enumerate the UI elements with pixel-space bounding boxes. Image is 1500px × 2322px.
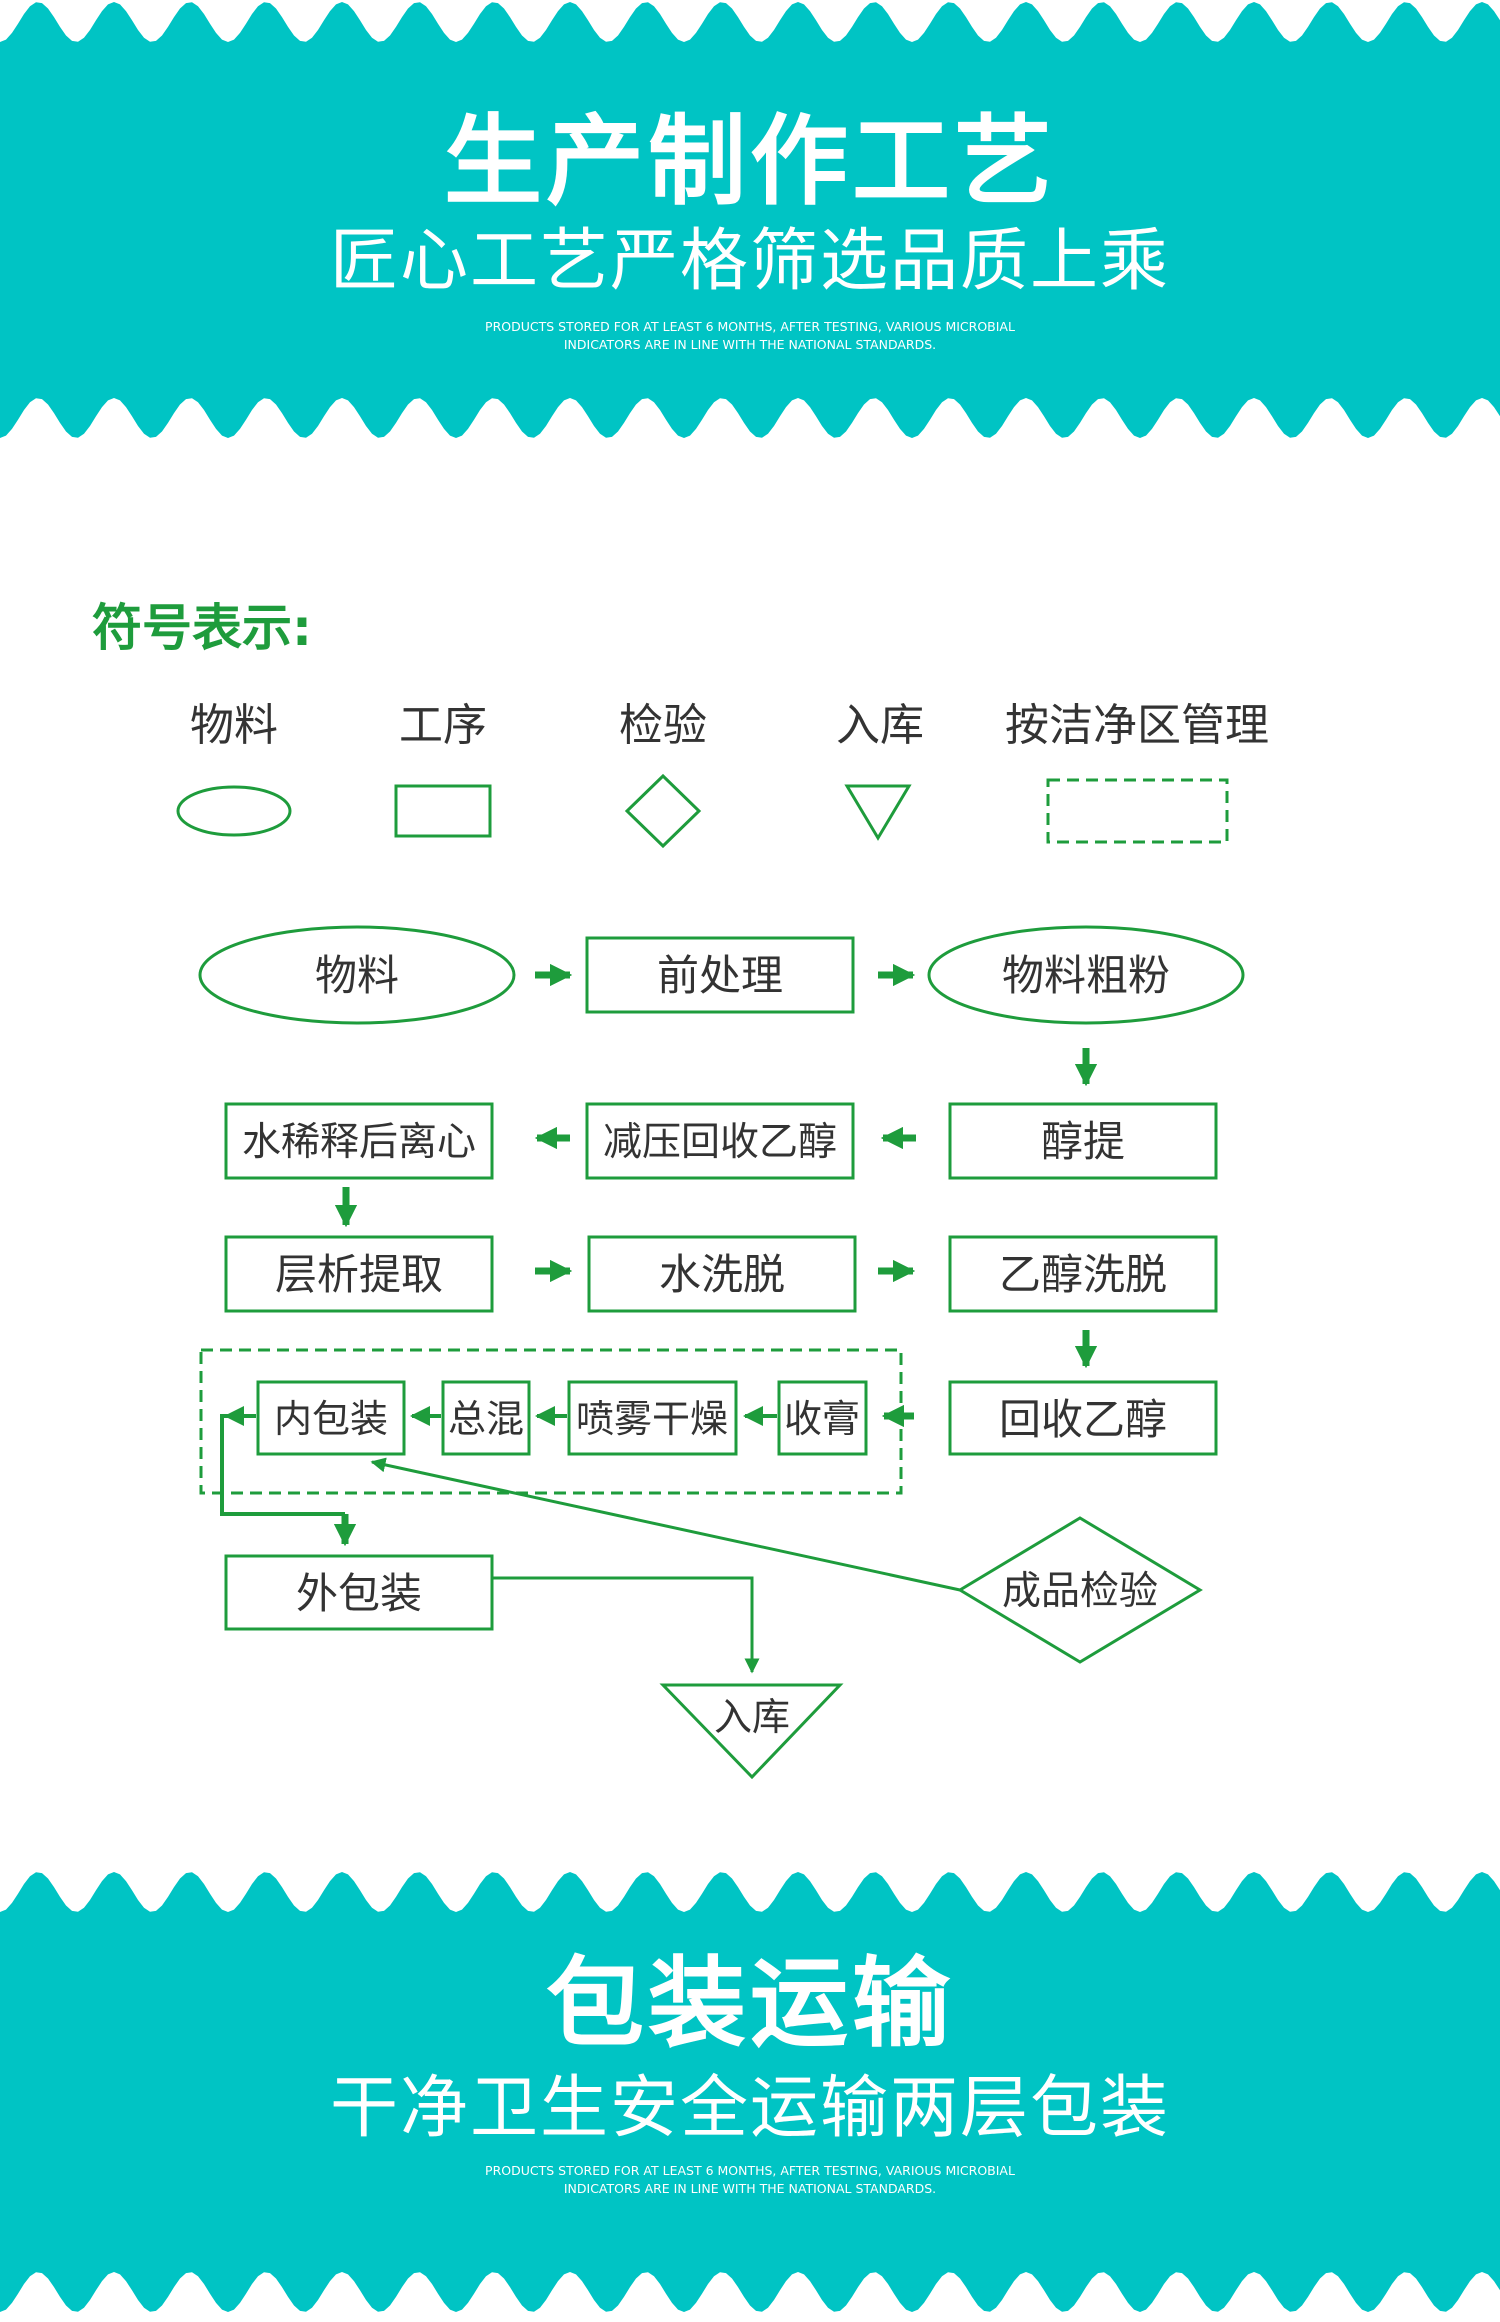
connector-outer-packaging-to-warehouse bbox=[492, 1576, 760, 1674]
node-warehouse-label: 入库 bbox=[714, 1695, 790, 1739]
legend-label-process: 工序 bbox=[399, 700, 487, 751]
node-outer-packaging bbox=[224, 1554, 494, 1631]
top-banner-note-line1: PRODUCTS STORED FOR AT LEAST 6 MONTHS, A… bbox=[485, 319, 1015, 334]
legend-label-clean-zone: 按洁净区管理 bbox=[1005, 700, 1269, 751]
node-pretreatment bbox=[585, 936, 855, 1014]
bottom-banner-note-line2: INDICATORS ARE IN LINE WITH THE NATIONAL… bbox=[563, 2181, 937, 2196]
node-material bbox=[198, 925, 516, 1025]
legend-dashed-rectangle-shape bbox=[1046, 778, 1229, 844]
node-warehouse bbox=[659, 1683, 844, 1780]
top-banner-note-line2: INDICATORS ARE IN LINE WITH THE NATIONAL… bbox=[563, 337, 937, 352]
top-banner-subtitle: 匠心工艺严格筛选品质上乘 bbox=[329, 222, 1170, 301]
node-coarse-powder bbox=[927, 925, 1245, 1025]
bottom-banner-note-line1: PRODUCTS STORED FOR AT LEAST 6 MONTHS, A… bbox=[485, 2163, 1015, 2178]
legend-diamond-shape bbox=[624, 773, 702, 849]
node-alcohol-extraction-label: 醇提 bbox=[1041, 1117, 1125, 1166]
bottom-wave-background bbox=[0, 1872, 1500, 2312]
top-wave-background bbox=[0, 2, 1500, 438]
legend-label-inspection: 检验 bbox=[619, 700, 707, 751]
node-outer-packaging-label: 外包装 bbox=[296, 1569, 422, 1618]
process-flow-diagram: 符号表示: 物料 工序 检验 入库 按洁净区管理 物料 前处理 物料粗粉 水稀释… bbox=[92, 599, 1269, 1780]
node-water-elution bbox=[587, 1235, 857, 1313]
node-pretreatment-label: 前处理 bbox=[657, 951, 783, 1000]
node-chromatography bbox=[224, 1235, 494, 1313]
node-water-dilution-centrifuge-label: 水稀释后离心 bbox=[242, 1120, 476, 1165]
node-recover-ethanol-label: 回收乙醇 bbox=[999, 1395, 1167, 1444]
node-recover-ethanol-reduced-pressure-label: 减压回收乙醇 bbox=[603, 1120, 837, 1165]
node-water-elution-label: 水洗脱 bbox=[659, 1250, 785, 1299]
top-banner-note: PRODUCTS STORED FOR AT LEAST 6 MONTHS, A… bbox=[0, 318, 1500, 354]
bottom-banner-title: 包装运输 bbox=[545, 1947, 954, 2061]
node-inspection-label: 成品检验 bbox=[1002, 1569, 1158, 1614]
node-spray-dry-label: 喷雾干燥 bbox=[576, 1397, 728, 1441]
top-banner: 生产制作工艺 匠心工艺严格筛选品质上乘 PRODUCTS STORED FOR … bbox=[0, 0, 1500, 440]
node-ethanol-elution bbox=[948, 1235, 1218, 1313]
legend-label-warehouse: 入库 bbox=[836, 700, 924, 751]
node-inspection bbox=[957, 1516, 1203, 1664]
node-concentrate bbox=[777, 1380, 868, 1456]
legend-label-material: 物料 bbox=[190, 700, 278, 751]
bottom-banner-note: PRODUCTS STORED FOR AT LEAST 6 MONTHS, A… bbox=[0, 2162, 1500, 2198]
bottom-banner: 包装运输 干净卫生安全运输两层包装 PRODUCTS STORED FOR AT… bbox=[0, 1860, 1500, 2322]
legend-triangle-shape bbox=[844, 784, 912, 841]
legend-rectangle-shape bbox=[394, 784, 492, 838]
legend-heading: 符号表示: bbox=[92, 599, 312, 657]
node-material-label: 物料 bbox=[315, 951, 399, 1000]
connector-inspection-to-inner-packaging bbox=[370, 1457, 961, 1592]
node-ethanol-elution-label: 乙醇洗脱 bbox=[999, 1250, 1167, 1299]
node-chromatography-label: 层析提取 bbox=[275, 1250, 443, 1299]
node-alcohol-extraction bbox=[948, 1102, 1218, 1180]
legend-ellipse-shape bbox=[176, 785, 292, 837]
node-spray-dry bbox=[567, 1380, 738, 1456]
node-concentrate-label: 收膏 bbox=[784, 1397, 860, 1441]
node-inner-packaging bbox=[256, 1380, 406, 1456]
top-banner-title: 生产制作工艺 bbox=[443, 105, 1056, 219]
node-recover-ethanol-reduced-pressure bbox=[585, 1102, 855, 1180]
bottom-banner-subtitle: 干净卫生安全运输两层包装 bbox=[329, 2069, 1170, 2148]
node-recover-ethanol bbox=[948, 1380, 1218, 1456]
node-mixing-label: 总混 bbox=[448, 1397, 524, 1441]
node-inner-packaging-label: 内包装 bbox=[274, 1397, 388, 1441]
node-mixing bbox=[441, 1380, 531, 1456]
node-coarse-powder-label: 物料粗粉 bbox=[1002, 951, 1170, 1000]
node-water-dilution-centrifuge bbox=[224, 1102, 494, 1180]
